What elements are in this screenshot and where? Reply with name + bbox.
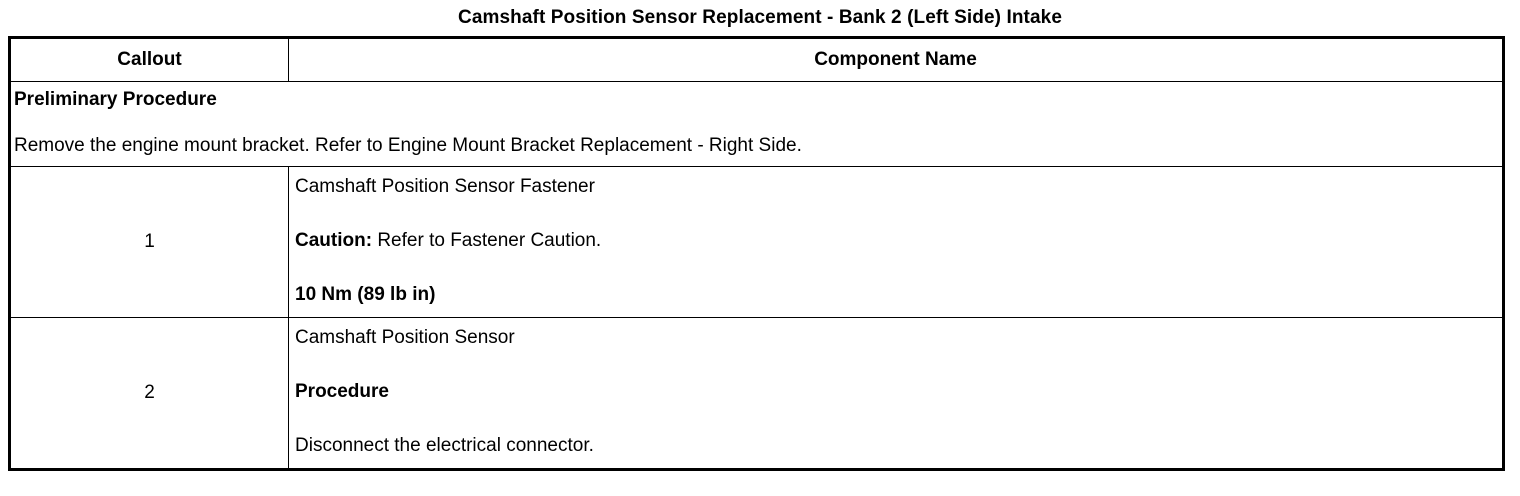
procedure-heading-line: Procedure — [295, 380, 1496, 404]
page-title: Camshaft Position Sensor Replacement - B… — [458, 7, 1062, 28]
component-description: Camshaft Position Sensor Procedure Disco… — [288, 317, 1504, 470]
component-name-text: Camshaft Position Sensor — [295, 327, 515, 348]
callout-number: 1 — [9, 166, 289, 318]
table-container: Callout Component Name Preliminary Proce… — [0, 36, 1520, 471]
table-row-preliminary: Preliminary Procedure Remove the engine … — [9, 81, 1504, 167]
component-name-text: Camshaft Position Sensor Fastener — [295, 176, 595, 197]
column-header-component-name: Component Name — [288, 37, 1504, 82]
caution-label: Caution: — [295, 230, 373, 251]
table-header-row: Callout Component Name — [9, 37, 1504, 82]
table-header: Callout Component Name — [9, 37, 1504, 82]
table-row: 1 Camshaft Position Sensor Fastener Caut… — [9, 166, 1504, 318]
preliminary-procedure-cell: Preliminary Procedure Remove the engine … — [9, 81, 1504, 167]
table-row: 2 Camshaft Position Sensor Procedure Dis… — [9, 317, 1504, 470]
callout-number: 2 — [9, 317, 289, 470]
column-header-callout: Callout — [9, 37, 289, 82]
table-body: Preliminary Procedure Remove the engine … — [9, 81, 1504, 470]
torque-spec-value: 10 Nm (89 lb in) — [295, 284, 436, 305]
component-line: Camshaft Position Sensor — [295, 326, 1496, 350]
preliminary-procedure-body: Remove the engine mount bracket. Refer t… — [14, 135, 802, 156]
procedure-table: Callout Component Name Preliminary Proce… — [8, 36, 1505, 471]
torque-spec-line: 10 Nm (89 lb in) — [295, 283, 1496, 307]
component-line: Camshaft Position Sensor Fastener — [295, 175, 1496, 199]
procedure-step-text: Disconnect the electrical connector. — [295, 435, 594, 456]
component-description: Camshaft Position Sensor Fastener Cautio… — [288, 166, 1504, 318]
caution-text: Refer to Fastener Caution. — [372, 230, 602, 251]
procedure-label: Procedure — [295, 381, 389, 402]
preliminary-procedure-heading: Preliminary Procedure — [14, 89, 217, 110]
caution-line: Caution: Refer to Fastener Caution. — [295, 229, 1496, 253]
procedure-step-line: Disconnect the electrical connector. — [295, 434, 1496, 458]
